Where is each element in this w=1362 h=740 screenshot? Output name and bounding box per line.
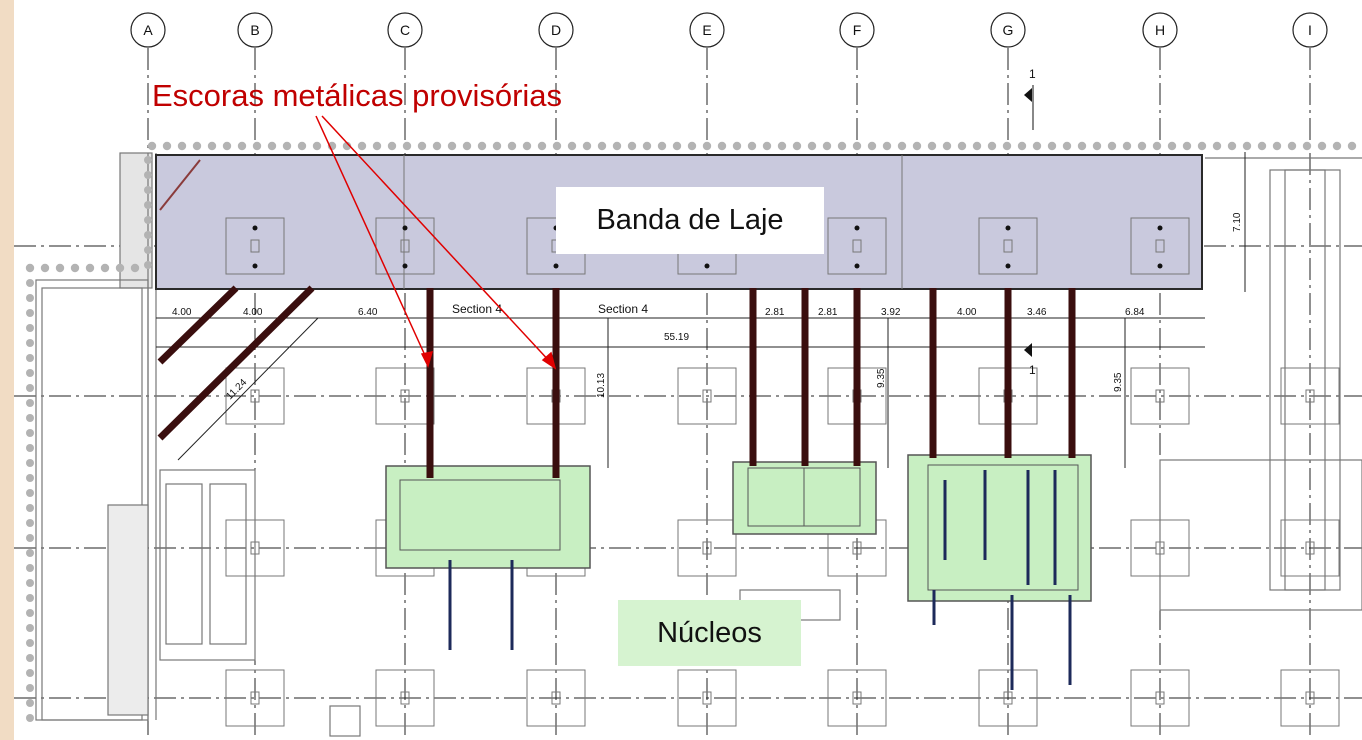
span-dimension: 3.46 (1027, 307, 1047, 318)
axis-bubble: B (237, 12, 273, 48)
callout-label: Escoras metálicas provisórias (152, 78, 563, 113)
span-dimension: 2.81 (765, 307, 785, 318)
span-dimension: 4.00 (957, 307, 977, 318)
axis-bubble: G (990, 12, 1026, 48)
total-dimension: 55.19 (664, 332, 689, 343)
span-dimension: 6.40 (358, 307, 378, 318)
diaphragm-wall-top (147, 141, 1357, 151)
temporary-struts (157, 285, 1076, 478)
axis-label: H (1155, 22, 1165, 38)
vertical-dimension: 9.35 (876, 368, 887, 388)
vertical-dimension: 9.35 (1113, 372, 1124, 392)
axis-label: C (400, 22, 410, 38)
span-dimension: 3.92 (881, 307, 901, 318)
slab-band-label: Banda de Laje (556, 187, 824, 254)
axis-bubble: F (839, 12, 875, 48)
piles (448, 470, 1072, 690)
core-1 (385, 465, 591, 569)
axis-label: B (250, 22, 259, 38)
axis-label: E (702, 22, 711, 38)
cores (385, 454, 1092, 602)
depth-dimension: 7.10 (1232, 212, 1243, 232)
margin-strip (0, 0, 14, 740)
axis-bubbles: A B C D E F G H I (130, 12, 1328, 48)
span-dimension: 2.81 (818, 307, 838, 318)
span-dimension: 4.00 (172, 307, 192, 318)
cut-mark: 1 (1029, 363, 1036, 377)
axis-label: G (1003, 22, 1014, 38)
span-dimension: 6.84 (1125, 307, 1145, 318)
vertical-dimension: 10.13 (596, 373, 607, 398)
callout-arrows (315, 115, 557, 370)
span-dimension: 4.00 (243, 307, 263, 318)
axis-label: F (853, 22, 862, 38)
section-markers: Section 4 Section 4 1 1 (452, 67, 1036, 377)
core-3 (907, 454, 1092, 602)
strut (157, 285, 315, 441)
cut-mark: 1 (1029, 67, 1036, 81)
axis-bubble: E (689, 12, 725, 48)
strut (157, 285, 239, 365)
axis-label: I (1308, 22, 1312, 38)
axis-bubble: I (1292, 12, 1328, 48)
axis-bubble: A (130, 12, 166, 48)
diaphragm-wall-left (25, 156, 152, 722)
dimension-labels: 4.00 4.00 6.40 2.81 2.81 3.92 4.00 3.46 6.84 55.1… (172, 212, 1243, 402)
section-label: Section 4 (452, 302, 502, 316)
section-label: Section 4 (598, 302, 648, 316)
axis-bubble: H (1142, 12, 1178, 48)
diagonal-dimension: 11.24 (224, 377, 249, 402)
cores-label: Núcleos (618, 600, 801, 666)
axis-bubble: D (538, 12, 574, 48)
axis-bubble: C (387, 12, 423, 48)
axis-label: A (143, 22, 153, 38)
axis-label: D (551, 22, 561, 38)
